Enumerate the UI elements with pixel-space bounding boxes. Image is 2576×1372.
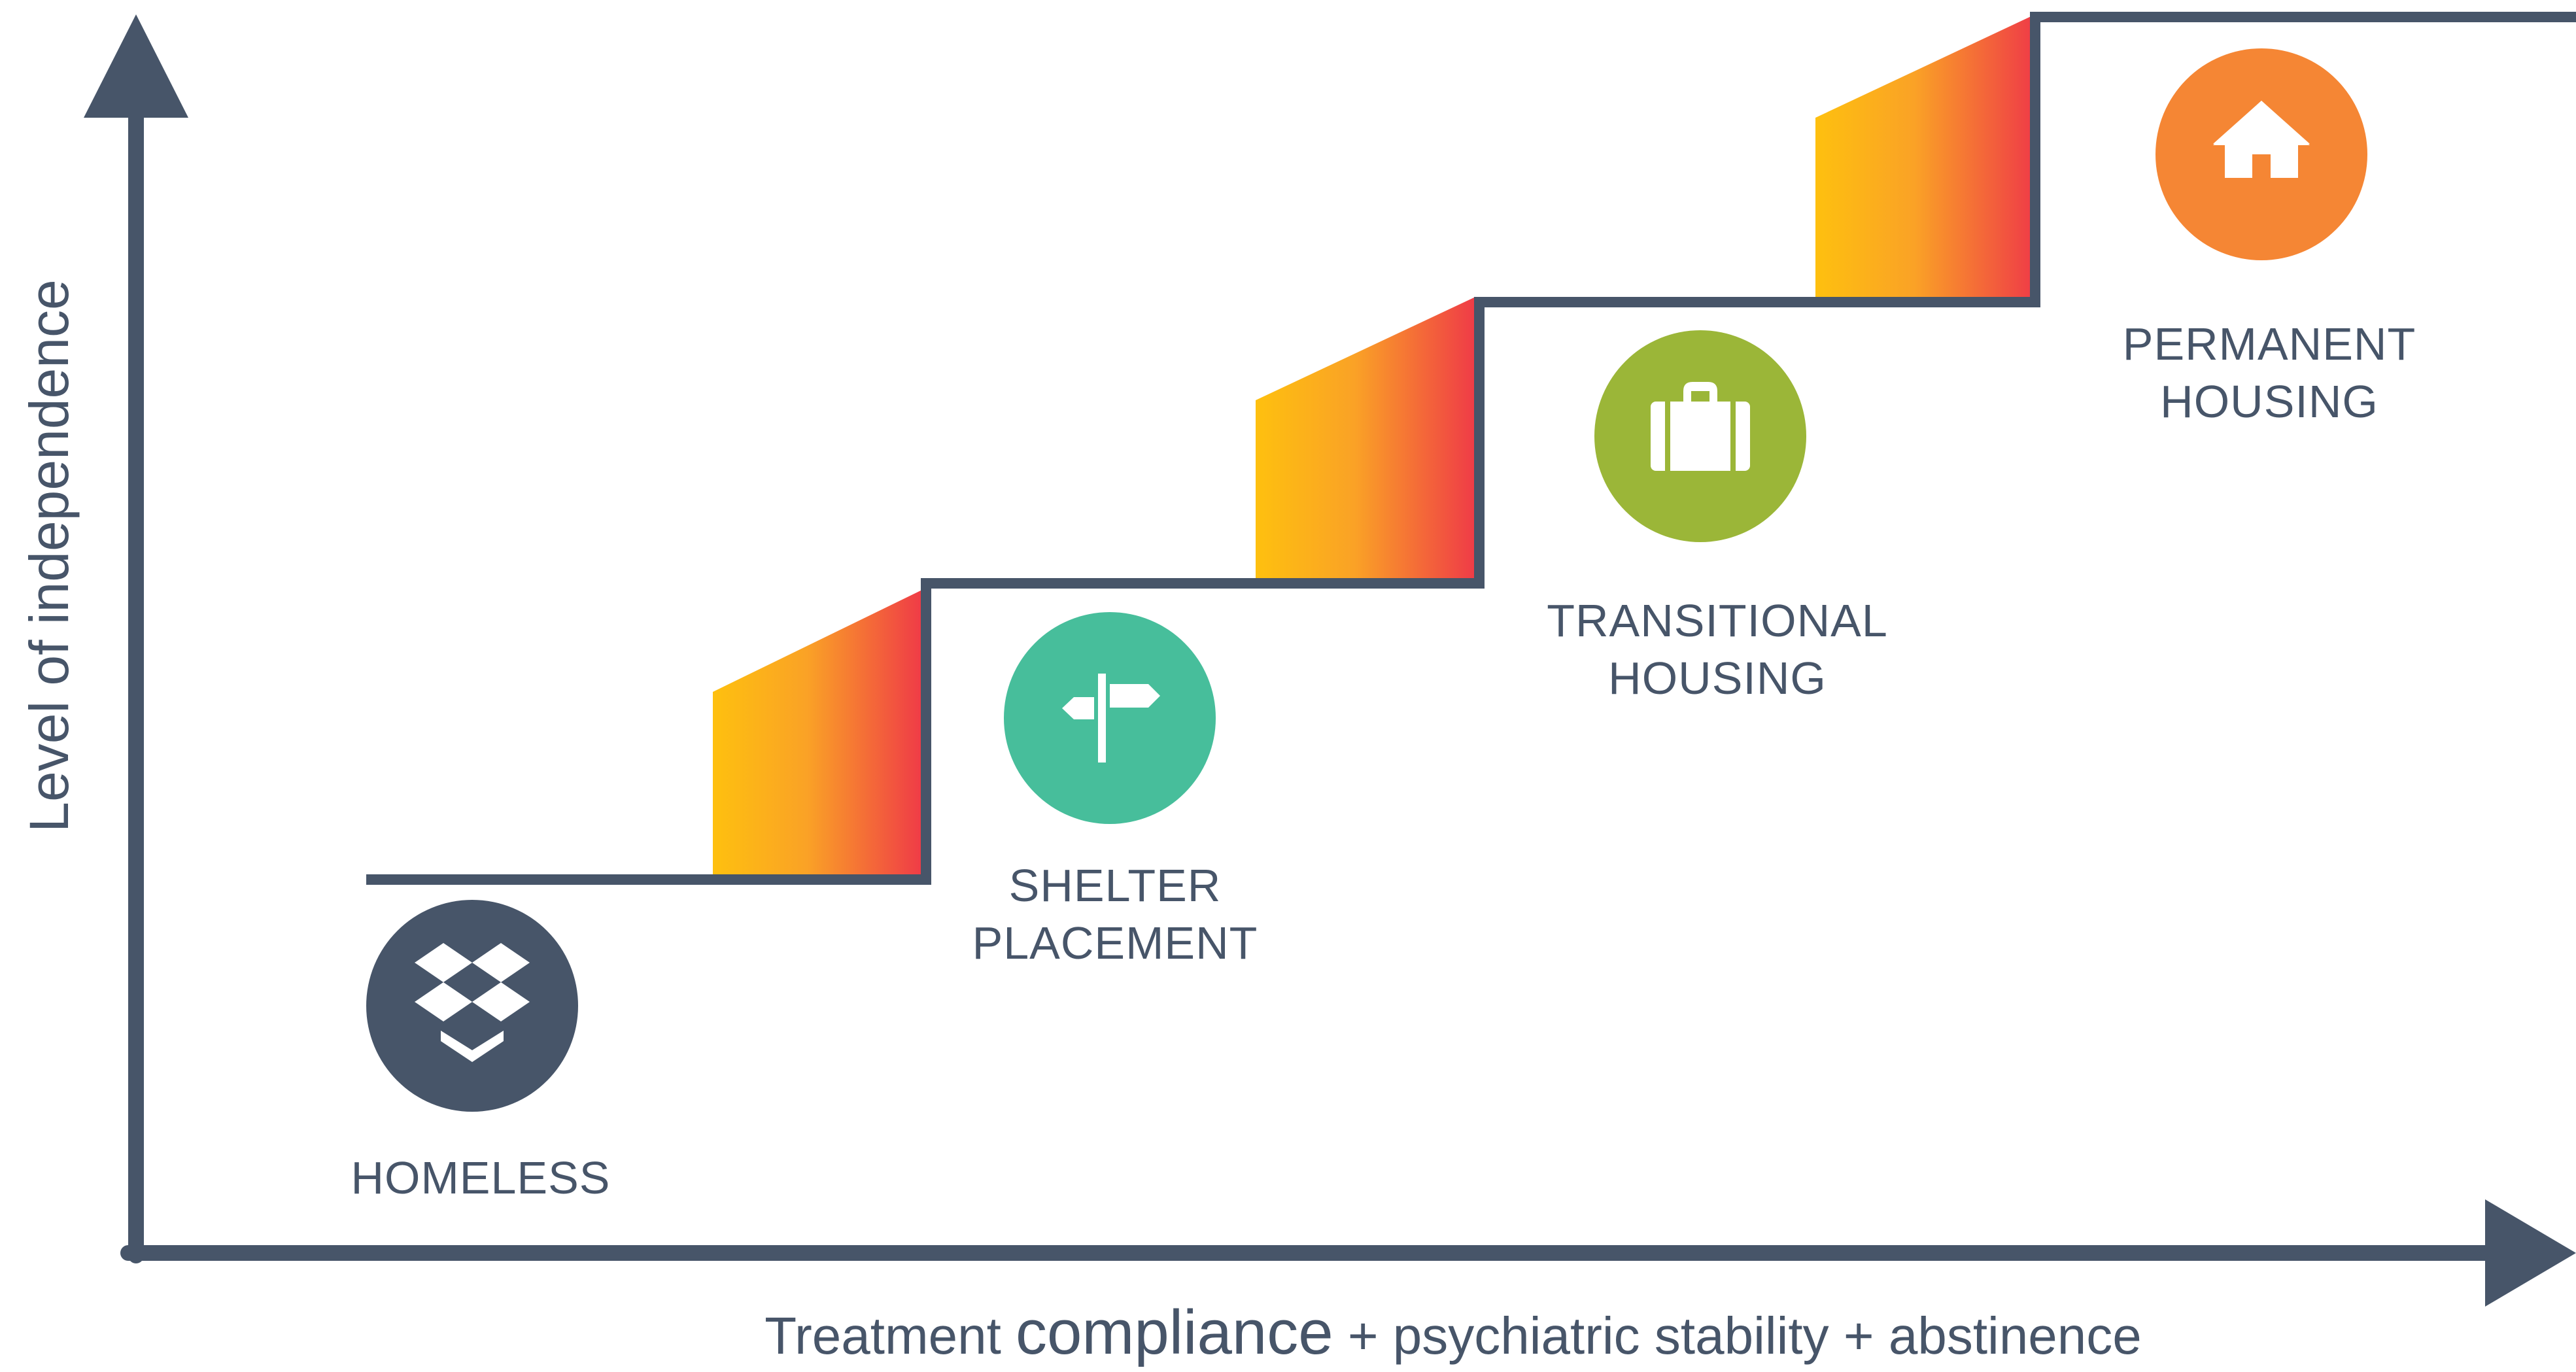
suitcase-icon xyxy=(1651,382,1750,471)
stage-shelter-placement: SHELTER PLACEMENT xyxy=(972,612,1258,969)
y-axis-label: Level of independence xyxy=(18,279,80,832)
x-axis-label: Treatment compliance + psychiatric stabi… xyxy=(764,1297,2142,1367)
riser-block-3 xyxy=(1815,14,2035,301)
stage-permanent-housing: PERMANENT HOUSING xyxy=(2123,48,2416,427)
stage-label-transitional-line1: TRANSITIONAL xyxy=(1547,595,1888,646)
x-axis-label-suffix: + psychiatric stability + abstinence xyxy=(1333,1307,2142,1365)
y-axis-arrowhead xyxy=(84,14,188,118)
stage-transitional-housing: TRANSITIONAL HOUSING xyxy=(1547,330,1888,704)
x-axis-arrowhead xyxy=(2485,1199,2576,1307)
riser-block-1 xyxy=(713,590,922,878)
stage-homeless: HOMELESS xyxy=(351,900,611,1203)
riser-blocks xyxy=(713,14,2035,878)
dropbox-icon xyxy=(415,943,530,1062)
signpost-icon xyxy=(1062,674,1160,763)
x-axis xyxy=(120,1199,2576,1307)
step-line xyxy=(366,12,2576,885)
y-axis xyxy=(84,14,188,1263)
house-icon xyxy=(2213,101,2310,178)
stage-label-shelter-line2: PLACEMENT xyxy=(972,918,1258,969)
stage-label-shelter-line1: SHELTER xyxy=(1009,860,1222,911)
stage-circle-shelter xyxy=(1004,612,1216,824)
riser-block-2 xyxy=(1256,297,1475,583)
stage-label-permanent-line1: PERMANENT xyxy=(2123,318,2416,369)
stage-label-homeless-line1: HOMELESS xyxy=(351,1152,611,1203)
stage-circle-homeless xyxy=(366,900,578,1112)
stage-label-permanent-line2: HOUSING xyxy=(2160,376,2379,427)
x-axis-label-prefix: Treatment xyxy=(764,1307,1016,1365)
stage-label-transitional-line2: HOUSING xyxy=(1608,653,1827,704)
x-axis-label-emphasis: compliance xyxy=(1016,1297,1333,1367)
